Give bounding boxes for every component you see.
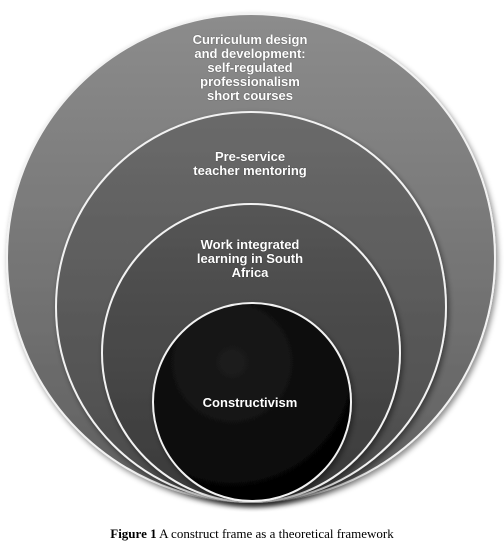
figure-caption: Figure 1 A construct frame as a theoreti… [0,526,504,542]
nested-circles-diagram [6,13,496,503]
figure-number: Figure 1 [110,526,157,541]
ring-label-third: Work integrated learning in South Africa [196,237,304,280]
ring-label-second: Pre-service teacher mentoring [193,149,307,178]
ring-label-outer: Curriculum design and development: self-… [192,32,308,103]
ring-label-core: Constructivism [202,395,298,410]
figure-caption-text: A construct frame as a theoretical frame… [156,526,394,541]
ring-core [152,302,352,502]
